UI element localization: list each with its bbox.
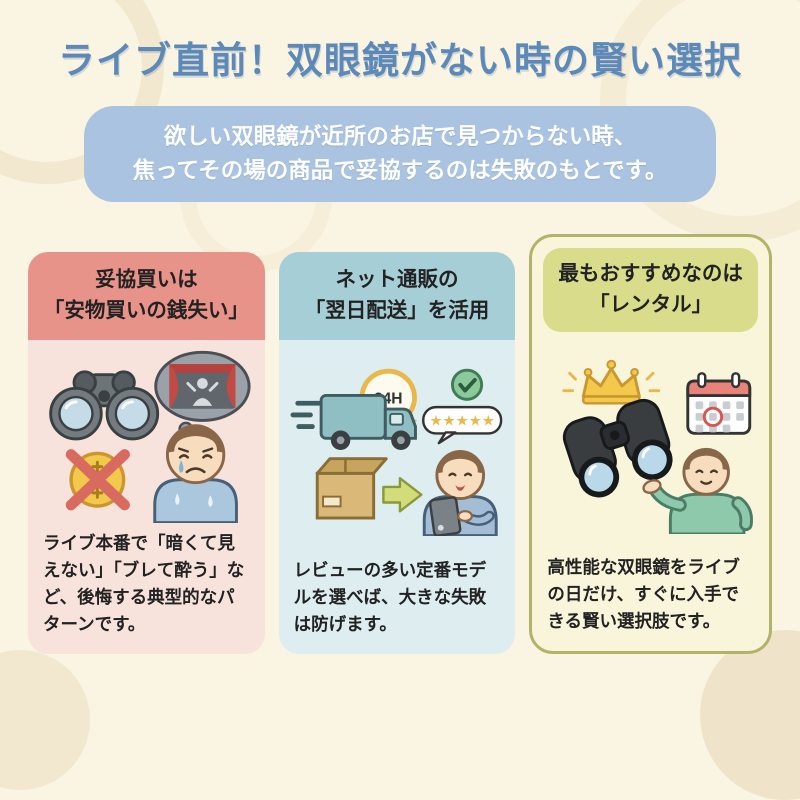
card-online-illustration: 24H: [279, 340, 516, 557]
background-blob-decoration: [700, 630, 800, 800]
person-with-tablet-icon: [422, 450, 498, 537]
card-online-header: ネット通販の 「翌日配送」を活用: [278, 252, 516, 340]
card-rental-header-line2: 「レンタル」: [589, 293, 713, 317]
crown-icon: [562, 359, 660, 405]
card-compromise-illustration: [28, 340, 265, 530]
card-compromise-header: 妥協買いは 「安物買いの銭失い」: [28, 252, 265, 340]
delivery-truck-icon: [290, 394, 417, 451]
card-rental-header-line1: 最もおすすめなのは: [558, 262, 743, 286]
card-rental-header: 最もおすすめなのは 「レンタル」: [543, 248, 759, 332]
card-compromise-header-line2: 「安物買いの銭失い」: [43, 299, 249, 323]
arrow-right-icon: [382, 477, 423, 513]
card-rental-recommended: 最もおすすめなのは 「レンタル」: [529, 234, 773, 655]
card-compromise-purchase: 妥協買いは 「安物買いの銭失い」: [28, 252, 265, 655]
intro-banner-line2: 焦ってその場の商品で妥協するのは失敗のもとです。: [132, 158, 668, 184]
thought-bubble-stage-icon: [154, 350, 251, 448]
intro-banner: 欲しい双眼鏡が近所のお店で見つからない時、 焦ってその場の商品で妥協するのは失敗…: [84, 106, 716, 203]
card-rental-illustration: [532, 332, 769, 554]
crossed-coin-icon: [66, 448, 131, 511]
card-rental-body-text: 高性能な双眼鏡をライブの日だけ、すぐに入手できる賢い選択肢です。: [547, 557, 740, 632]
package-box-icon: [315, 457, 388, 520]
option-cards-row: 妥協買いは 「安物買いの銭失い」: [28, 234, 773, 655]
card-online-header-line1: ネット通販の: [335, 268, 459, 292]
binoculars-icon: [49, 370, 160, 441]
card-online-shipping: ネット通販の 「翌日配送」を活用 24H: [278, 252, 516, 655]
presenting-person-icon: [642, 447, 753, 534]
calendar-icon: [686, 372, 751, 435]
card-compromise-header-line1: 妥協買いは: [95, 268, 198, 292]
premium-binoculars-icon: [562, 398, 673, 498]
star-rating-bubble-icon: ★★★★★: [422, 406, 503, 445]
card-compromise-body-text: ライブ本番で「暗くて見えない」「ブレて酔う」など、後悔する典型的なパターンです。: [43, 532, 245, 635]
crying-person-icon: [153, 424, 239, 523]
rating-stars-label: ★★★★★: [429, 414, 494, 430]
intro-banner-line1: 欲しい双眼鏡が近所のお店で見つからない時、: [163, 124, 637, 149]
compromise-illustration-svg: [49, 350, 251, 523]
rental-illustration-svg: [562, 359, 753, 534]
card-online-body-text: レビューの多い定番モデルを選べば、大きな失敗は防げます。: [293, 560, 487, 635]
online-illustration-svg: 24H: [290, 369, 503, 537]
page-title: ライブ直前！双眼鏡がない時の賢い選択: [58, 40, 742, 81]
check-circle-icon: [450, 369, 484, 402]
card-online-header-line2: 「翌日配送」を活用: [304, 299, 490, 323]
background-blob-decoration: [0, 650, 90, 790]
